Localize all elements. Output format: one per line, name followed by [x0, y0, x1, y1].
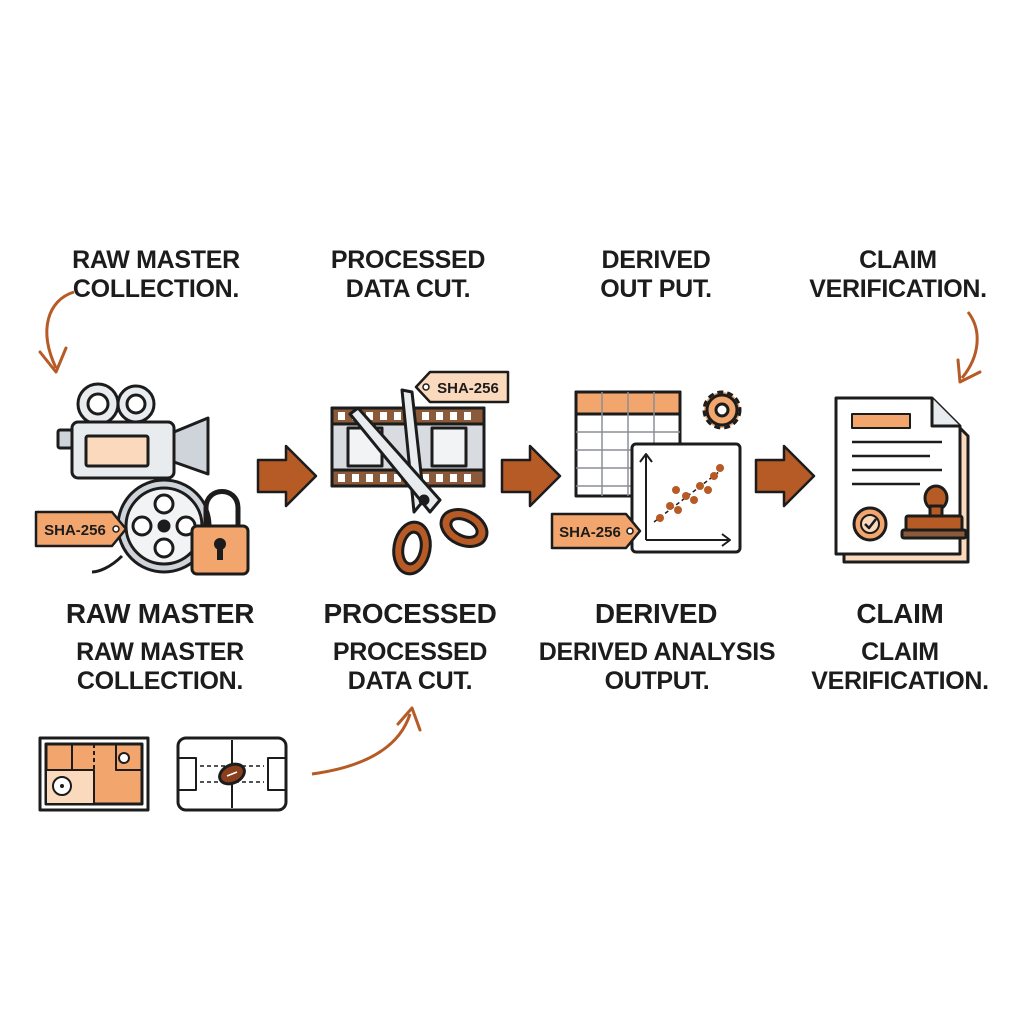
hash-tag-stage-1: SHA-256	[34, 510, 128, 548]
stage-1-subtitle-line-2: COLLECTION.	[76, 667, 244, 695]
film-scissors-icon	[330, 388, 489, 576]
stage-2-subtitle: PROCESSED DATA CUT.	[280, 638, 540, 696]
stage-1-subtitle: RAW MASTER COLLECTION.	[30, 638, 290, 696]
stage-2-subtitle-line-1: PROCESSED	[332, 638, 488, 666]
stage-3-top-label: DERIVED OUT PUT.	[536, 246, 776, 304]
flow-arrow-1-icon	[256, 444, 318, 508]
stage-4-top-label-line-2: VERIFICATION.	[809, 275, 987, 303]
curved-arrow-right-icon	[960, 311, 979, 379]
stage-1-subtitle-line-1: RAW MASTER	[76, 638, 244, 666]
stage-1-top-label-line-2: COLLECTION.	[72, 275, 240, 303]
document-stamp-icon	[834, 396, 970, 564]
stage-1-top-label-line-1: RAW MASTER	[72, 246, 240, 274]
stage-4-top-label: CLAIM VERIFICATION.	[778, 246, 1018, 304]
camera-reel-lock-icon	[56, 382, 250, 576]
stage-4-subtitle-line-1: CLAIM	[861, 638, 939, 666]
stage-2-subtitle-line-2: DATA CUT.	[347, 667, 473, 695]
stage-3-heading: DERIVED	[594, 598, 718, 629]
stage-3-subtitle: DERIVED ANALYSIS OUTPUT.	[527, 638, 787, 696]
stage-2-heading: PROCESSED	[323, 598, 497, 629]
spreadsheet-scatter-gear-icon	[574, 390, 742, 554]
stage-3-subtitle-line-2: OUTPUT.	[604, 667, 710, 695]
hash-tag-stage-2: SHA-256	[414, 370, 510, 404]
stage-4-subtitle: CLAIM VERIFICATION.	[770, 638, 1024, 696]
curved-arrow-bottom-icon	[311, 713, 412, 776]
flow-arrow-2-icon	[500, 444, 562, 508]
flow-arrow-3-icon	[754, 444, 816, 508]
stage-2-top-label-line-2: DATA CUT.	[345, 275, 471, 303]
curved-arrow-left-icon	[45, 290, 75, 369]
stage-4-heading: CLAIM	[856, 598, 944, 629]
stage-3-top-label-line-2: OUT PUT.	[600, 275, 712, 303]
hash-tag-stage-3-text: SHA-256	[559, 524, 621, 541]
stage-1-top-label: RAW MASTER COLLECTION.	[36, 246, 276, 304]
court-diagram-icon	[38, 736, 150, 812]
stage-2-top-label: PROCESSED DATA CUT.	[288, 246, 528, 304]
hash-tag-stage-3: SHA-256	[550, 512, 642, 550]
stage-3-subtitle-line-1: DERIVED ANALYSIS	[538, 638, 776, 666]
football-field-icon	[176, 736, 288, 812]
stage-4-top-label-line-1: CLAIM	[859, 246, 937, 274]
stage-2-top-label-line-1: PROCESSED	[330, 246, 486, 274]
stage-3-top-label-line-1: DERIVED	[601, 246, 711, 274]
hash-tag-stage-1-text: SHA-256	[44, 522, 106, 539]
hash-tag-stage-2-text: SHA-256	[437, 380, 499, 397]
stage-4-subtitle-line-2: VERIFICATION.	[811, 667, 989, 695]
stage-1-heading: RAW MASTER	[65, 598, 255, 629]
